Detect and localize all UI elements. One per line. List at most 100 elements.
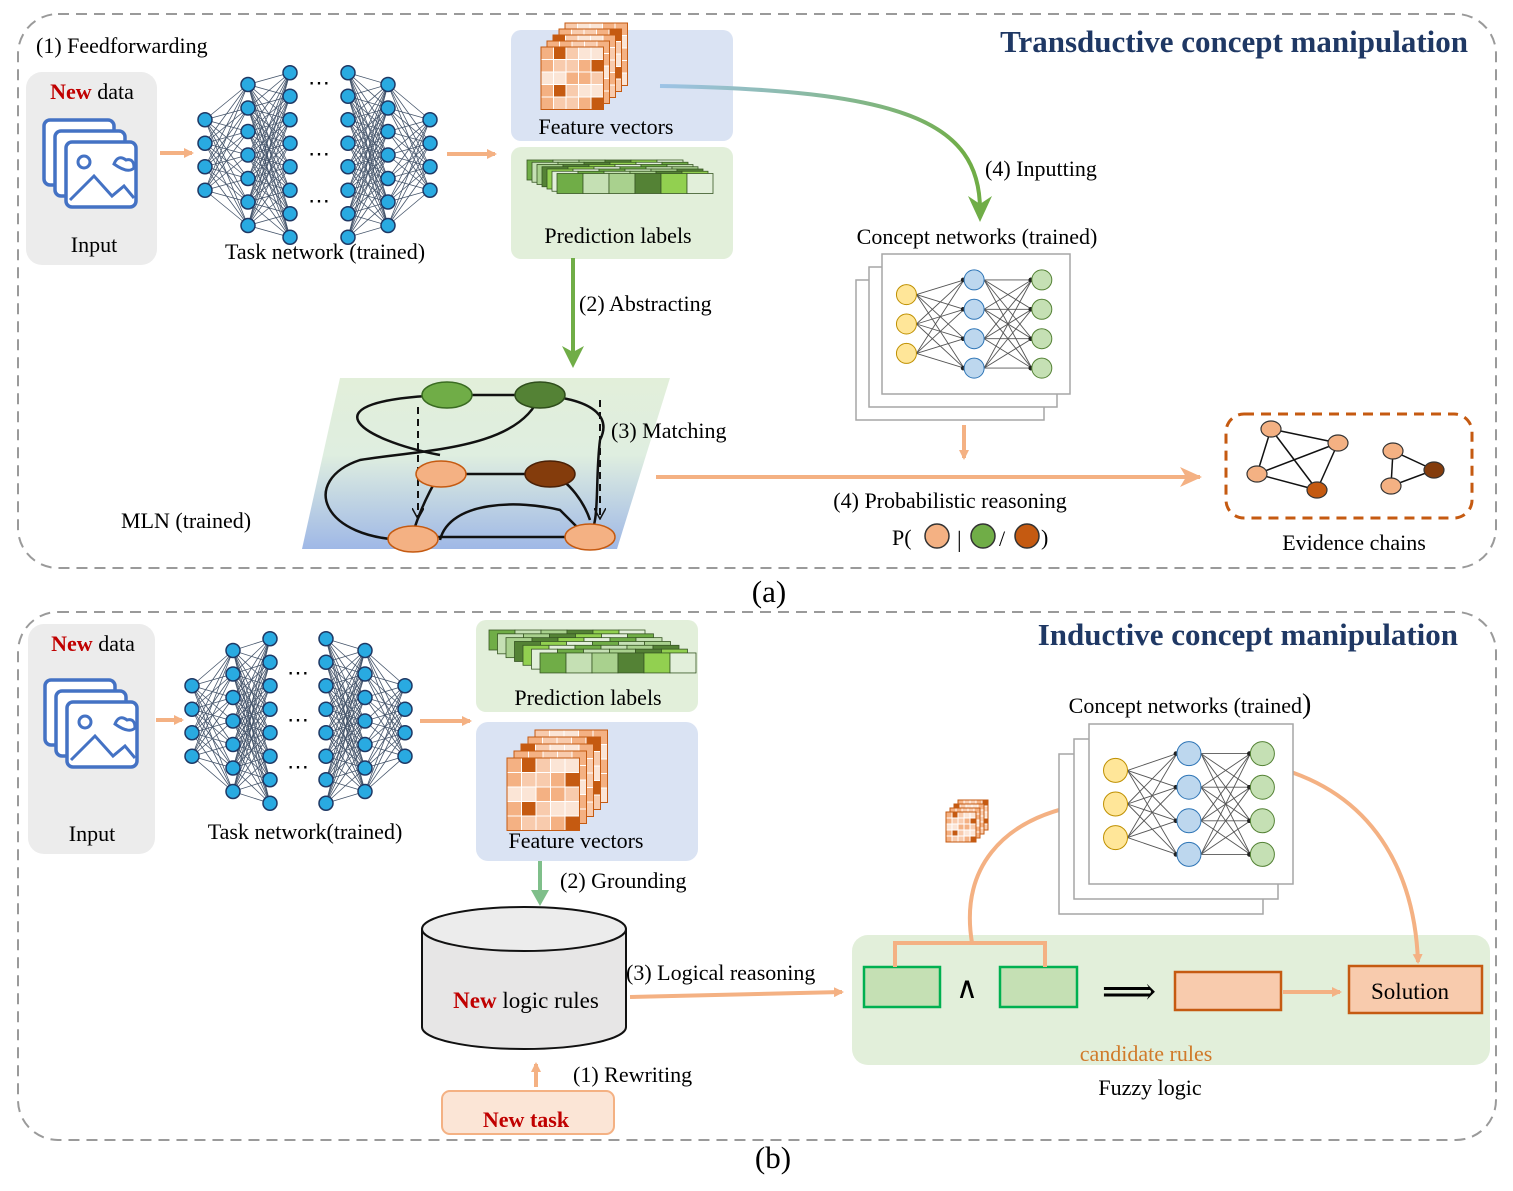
feature-cell — [969, 817, 977, 825]
rule-premise-1 — [862, 965, 942, 1009]
concept-node — [1176, 808, 1202, 834]
caption-a: (a) — [752, 574, 786, 609]
network-node — [340, 159, 356, 175]
feature-cell — [535, 801, 551, 817]
feature-cell — [535, 772, 551, 788]
network-node — [225, 713, 241, 729]
network-node — [380, 100, 396, 116]
concept-node — [1249, 841, 1275, 867]
step2-grounding: (2) Grounding — [560, 868, 686, 893]
feature-cell — [553, 84, 567, 98]
network-node — [357, 666, 373, 682]
concept-networks-label: Concept networks (trained) — [857, 224, 1098, 249]
feature-cell — [564, 801, 580, 817]
concept-networks-a — [855, 253, 1071, 421]
network-node — [184, 725, 200, 741]
fuzzy-logic-label: Fuzzy logic — [1098, 1075, 1201, 1100]
solution-box[interactable] — [1347, 964, 1484, 1015]
feature-cell — [951, 829, 959, 837]
network-node — [184, 678, 200, 694]
ellipsis-icon: ⋯ — [287, 754, 309, 779]
network-node — [282, 229, 298, 245]
task-network-a: ⋯⋯⋯ — [197, 65, 438, 245]
feature-cube-b — [506, 729, 608, 831]
feature-cell — [553, 46, 567, 60]
mln-node-orange-3 — [564, 523, 616, 551]
feature-cell — [540, 59, 554, 73]
prob-circle-orange — [924, 523, 950, 549]
feature-cell — [590, 59, 604, 73]
image-stack-icon-b — [43, 678, 139, 769]
feature-cell — [540, 84, 554, 98]
label-cell — [565, 652, 593, 674]
concept-node — [1176, 774, 1202, 800]
network-node — [422, 135, 438, 151]
concept-networks-b — [1058, 723, 1294, 915]
network-node — [340, 182, 356, 198]
concept-node — [895, 313, 917, 335]
feature-cell — [564, 786, 580, 802]
network-node — [225, 736, 241, 753]
arrow-premises-to-concepts — [967, 801, 1082, 944]
feature-cell — [506, 801, 522, 817]
network-node — [225, 689, 241, 706]
network-node — [282, 182, 298, 198]
network-node — [240, 194, 256, 210]
label-cell — [669, 652, 697, 674]
prob-circle-brown — [1014, 523, 1040, 549]
feature-cell — [590, 96, 604, 110]
label-cell — [582, 173, 610, 194]
label-cell — [686, 173, 714, 194]
network-node — [357, 783, 373, 800]
feature-cell — [540, 46, 554, 60]
ellipsis-icon: ⋯ — [308, 70, 330, 95]
network-node — [318, 772, 334, 788]
feature-cube-a — [540, 22, 628, 110]
network-node — [357, 642, 373, 659]
concept-node — [1031, 298, 1053, 320]
concept-node — [1103, 757, 1129, 783]
feature-cell — [957, 835, 965, 843]
network-node — [318, 654, 334, 670]
candidate-rules-label: candidate rules — [1080, 1041, 1213, 1066]
prob-close: ) — [1041, 525, 1048, 550]
network-node — [197, 112, 213, 128]
feature-cell — [957, 823, 965, 831]
network-node — [262, 678, 278, 694]
network-node — [318, 725, 334, 741]
network-node — [340, 229, 356, 245]
prediction-strips-b — [488, 629, 697, 674]
network-node — [380, 76, 396, 93]
feature-cell — [957, 817, 965, 825]
feature-cell — [535, 757, 551, 773]
network-node — [262, 748, 278, 764]
network-node — [282, 135, 298, 151]
concept-node — [963, 357, 985, 379]
network-node — [422, 182, 438, 198]
panel-b: Inductive concept manipulation New data … — [17, 611, 1497, 1141]
and-symbol: ∧ — [956, 972, 978, 1005]
feature-cell — [553, 71, 567, 85]
feature-cell — [578, 46, 592, 60]
step3-matching: (3) Matching — [611, 418, 726, 443]
feature-cell — [951, 835, 959, 843]
feature-cell — [540, 71, 554, 85]
concept-node — [1176, 841, 1202, 867]
feature-cell — [564, 757, 580, 773]
feature-cell — [521, 757, 537, 773]
feature-cell — [590, 71, 604, 85]
feature-cell — [969, 823, 977, 831]
feature-cell — [963, 835, 971, 843]
new-task-box — [441, 1090, 615, 1135]
abstracting-arrowhead — [562, 346, 584, 368]
panel-a-border — [17, 13, 1497, 569]
feature-cell — [945, 835, 953, 843]
network-node — [380, 217, 396, 234]
implies-symbol: ⟹ — [1102, 971, 1156, 1013]
ellipsis-icon: ⋯ — [308, 141, 330, 166]
network-node — [282, 112, 298, 128]
feature-cell — [565, 84, 579, 98]
prediction-strips-a — [526, 159, 714, 194]
prediction-labels-label-b: Prediction labels — [514, 685, 661, 710]
feature-cell — [963, 817, 971, 825]
